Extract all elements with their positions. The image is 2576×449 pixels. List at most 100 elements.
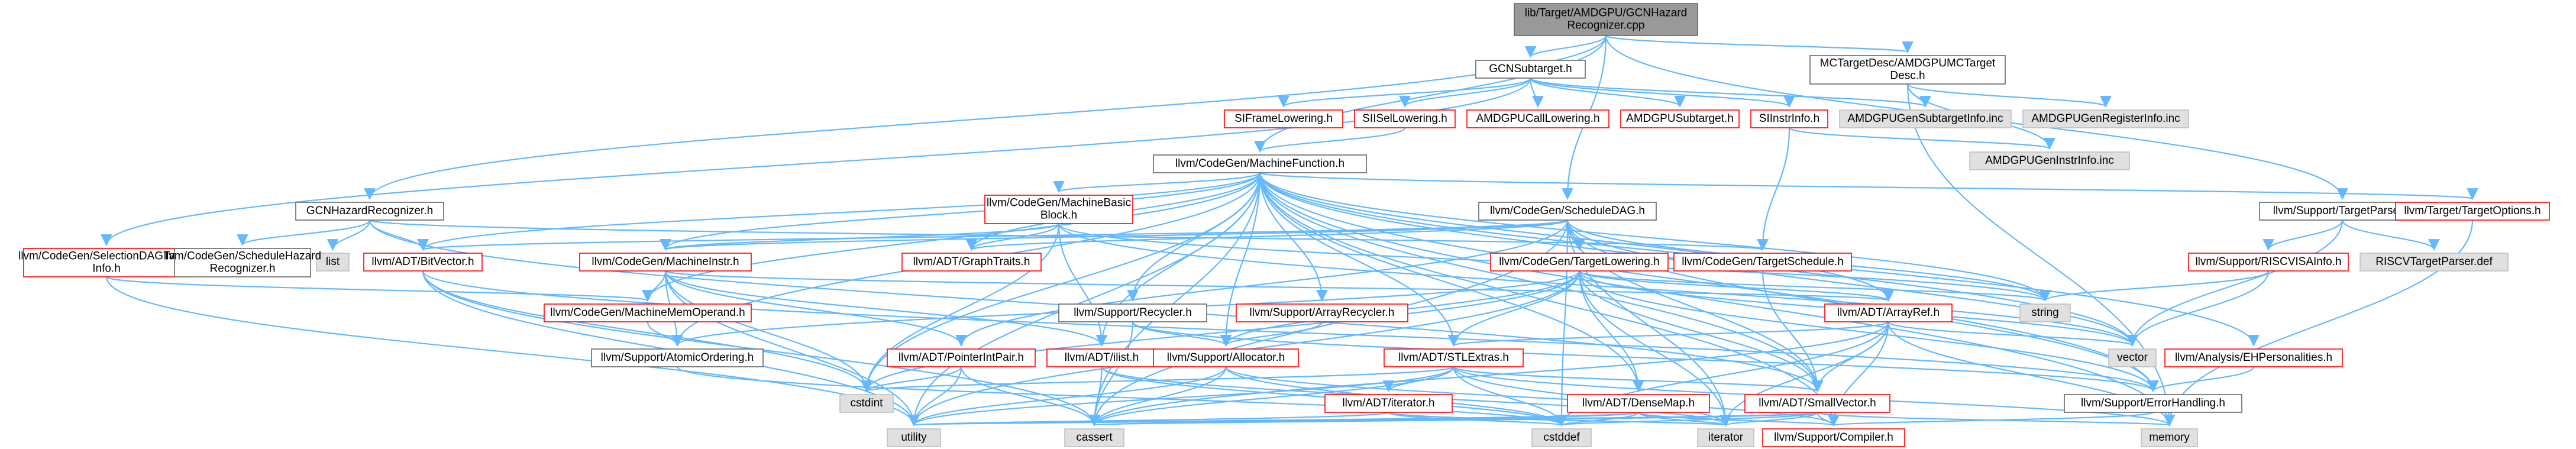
node-recycler[interactable]: llvm/Support/Recycler.h: [1058, 303, 1207, 322]
edge-scheduledag-to-graphtraits: [966, 219, 1569, 251]
node-utility[interactable]: utility: [887, 428, 941, 447]
node-cassert[interactable]: cassert: [1064, 428, 1124, 447]
node-pointerintpair[interactable]: llvm/ADT/PointerIntPair.h: [887, 348, 1036, 367]
node-cstddef[interactable]: cstddef: [1531, 428, 1592, 447]
node-amdgpugenregisterinfo[interactable]: AMDGPUGenRegisterInfo.inc: [2022, 109, 2189, 128]
node-label-iterator: iterator: [1708, 431, 1744, 444]
node-bitvector[interactable]: llvm/ADT/BitVector.h: [363, 253, 483, 272]
node-label-recycler: llvm/Support/Recycler.h: [1074, 306, 1192, 319]
node-list[interactable]: list: [316, 253, 350, 272]
node-targetoptions[interactable]: llvm/Target/TargetOptions.h: [2395, 202, 2550, 221]
node-root[interactable]: lib/Target/AMDGPU/GCNHazardRecognizer.cp…: [1514, 3, 1698, 36]
node-label-ehpersonalities: llvm/Analysis/EHPersonalities.h: [2175, 351, 2332, 364]
node-amdgpucalllowering[interactable]: AMDGPUCallLowering.h: [1466, 109, 1609, 128]
node-box-arrayrecycler: [1236, 303, 1408, 322]
node-label-compiler: llvm/Support/Compiler.h: [1774, 431, 1893, 444]
node-allocator[interactable]: llvm/Support/Allocator.h: [1153, 348, 1299, 367]
node-label-densemap: llvm/ADT/DenseMap.h: [1582, 397, 1695, 409]
node-box-machineinstr: [579, 253, 752, 272]
node-label-riscvtargetparserdef: RISCVTargetParser.def: [2375, 256, 2493, 268]
node-errorhandling[interactable]: llvm/Support/ErrorHandling.h: [2064, 394, 2242, 413]
node-densemap[interactable]: llvm/ADT/DenseMap.h: [1567, 394, 1710, 413]
edge-scheduledag-to-pointerintpair: [955, 219, 1569, 347]
node-gcnsubtarget[interactable]: GCNSubtarget.h: [1475, 60, 1586, 79]
node-gcnhazardrecognizer[interactable]: GCNHazardRecognizer.h: [295, 202, 444, 221]
edge-siinstrinfo-to-targetschedule: [1757, 127, 1790, 251]
node-box-stlextras: [1384, 348, 1524, 367]
edge-scheduledag-to-bitvector: [418, 219, 1569, 251]
node-targetlowering[interactable]: llvm/CodeGen/TargetLowering.h: [1490, 253, 1669, 272]
node-label-errorhandling: llvm/Support/ErrorHandling.h: [2081, 397, 2225, 409]
node-string[interactable]: string: [2019, 303, 2071, 322]
node-vector[interactable]: vector: [2108, 348, 2157, 367]
edge-smallvector-to-utility: [910, 411, 1818, 427]
node-box-bitvector: [363, 253, 483, 272]
node-ehpersonalities[interactable]: llvm/Analysis/EHPersonalities.h: [2164, 348, 2343, 367]
node-box-cstddef: [1531, 428, 1592, 447]
node-label-root: lib/Target/AMDGPU/GCNHazard: [1525, 7, 1688, 20]
node-cstdint[interactable]: cstdint: [839, 394, 894, 413]
node-siisellowering[interactable]: SIISelLowering.h: [1354, 109, 1456, 128]
edge-targetlowering-to-string: [1578, 270, 2051, 302]
node-label-arrayref: llvm/ADT/ArrayRef.h: [1837, 306, 1940, 319]
node-amdgpugeninstrinfo[interactable]: AMDGPUGenInstrInfo.inc: [1969, 151, 2130, 170]
node-label-siisellowering: SIISelLowering.h: [1362, 112, 1447, 125]
node-riscvtargetparserdef[interactable]: RISCVTargetParser.def: [2360, 253, 2509, 272]
node-label-bitvector: llvm/ADT/BitVector.h: [371, 256, 474, 268]
node-scheduledag[interactable]: llvm/CodeGen/ScheduleDAG.h: [1478, 202, 1657, 221]
node-amdgpugensubtargetinfo[interactable]: AMDGPUGenSubtargetInfo.inc: [1839, 109, 2012, 128]
node-arrayref[interactable]: llvm/ADT/ArrayRef.h: [1824, 303, 1953, 322]
node-amdgpusubtarget[interactable]: AMDGPUSubtarget.h: [1620, 109, 1740, 128]
edge-gcnsubtarget-to-siframelowering: [1278, 77, 1531, 108]
edge-machinefunction-to-densemap: [1259, 172, 1644, 392]
node-box-string: [2019, 303, 2071, 322]
node-box-root: [1514, 3, 1698, 36]
node-box-utility: [887, 428, 941, 447]
node-label-root: Recognizer.cpp: [1567, 20, 1645, 32]
edge-machinefunction-to-bitvector: [417, 172, 1261, 251]
edge-targetlowering-to-cstdint: [861, 270, 1580, 392]
node-targetschedule[interactable]: llvm/CodeGen/TargetSchedule.h: [1673, 253, 1852, 272]
node-machinefunction[interactable]: llvm/CodeGen/MachineFunction.h: [1153, 154, 1367, 173]
edge-gcnsubtarget-to-amdgpusubtarget: [1530, 77, 1686, 108]
node-compiler[interactable]: llvm/Support/Compiler.h: [1762, 428, 1905, 447]
node-machineinstr[interactable]: llvm/CodeGen/MachineInstr.h: [579, 253, 752, 272]
node-siframelowering[interactable]: SIFrameLowering.h: [1224, 109, 1343, 128]
node-label-schedulehazardrecognizer: Recognizer.h: [210, 263, 276, 275]
node-memory[interactable]: memory: [2141, 428, 2198, 447]
edge-stlextras-to-utility: [908, 366, 1455, 427]
node-box-atomicordering: [591, 348, 764, 367]
node-iterator[interactable]: iterator: [1697, 428, 1754, 447]
node-ilist[interactable]: llvm/ADT/ilist.h: [1046, 348, 1157, 367]
node-atomicordering[interactable]: llvm/Support/AtomicOrdering.h: [591, 348, 764, 367]
node-siinstrinfo[interactable]: SIInstrInfo.h: [1750, 109, 1828, 128]
node-arrayrecycler[interactable]: llvm/Support/ArrayRecycler.h: [1236, 303, 1408, 322]
node-box-densemap: [1567, 394, 1710, 413]
edge-siisellowering-to-machinefunction: [1254, 127, 1406, 153]
edge-machineinstr-to-ilist: [664, 270, 1108, 347]
node-box-siframelowering: [1224, 109, 1343, 128]
node-label-list: list: [326, 256, 340, 268]
node-box-siinstrinfo: [1750, 109, 1828, 128]
node-smallvector[interactable]: llvm/ADT/SmallVector.h: [1744, 394, 1890, 413]
node-riscvisainfo[interactable]: llvm/Support/RISCVISAInfo.h: [2188, 253, 2349, 272]
node-machinememoperand[interactable]: llvm/CodeGen/MachineMemOperand.h: [544, 303, 752, 322]
edge-machineinstr-to-pointerintpair: [664, 270, 967, 347]
edge-arrayref-to-iterator: [1720, 321, 1889, 427]
node-label-mctargetdesc: MCTargetDesc/AMDGPUMCTarget: [1820, 57, 1996, 70]
edge-mctargetdesc-to-amdgpugenregisterinfo: [1906, 83, 2112, 108]
node-label-arrayrecycler: llvm/Support/ArrayRecycler.h: [1250, 306, 1395, 319]
node-label-smallvector: llvm/ADT/SmallVector.h: [1759, 397, 1876, 409]
node-graphtraits[interactable]: llvm/ADT/GraphTraits.h: [901, 253, 1042, 272]
node-label-string: string: [2031, 306, 2058, 319]
node-label-cassert: cassert: [1076, 431, 1113, 444]
node-box-riscvisainfo: [2188, 253, 2349, 272]
node-stlextras[interactable]: llvm/ADT/STLExtras.h: [1384, 348, 1524, 367]
node-iterator_h[interactable]: llvm/ADT/iterator.h: [1324, 394, 1453, 413]
edge-gcnhazardrecognizer-to-list: [327, 219, 371, 251]
node-label-targetschedule: llvm/CodeGen/TargetSchedule.h: [1682, 256, 1844, 268]
